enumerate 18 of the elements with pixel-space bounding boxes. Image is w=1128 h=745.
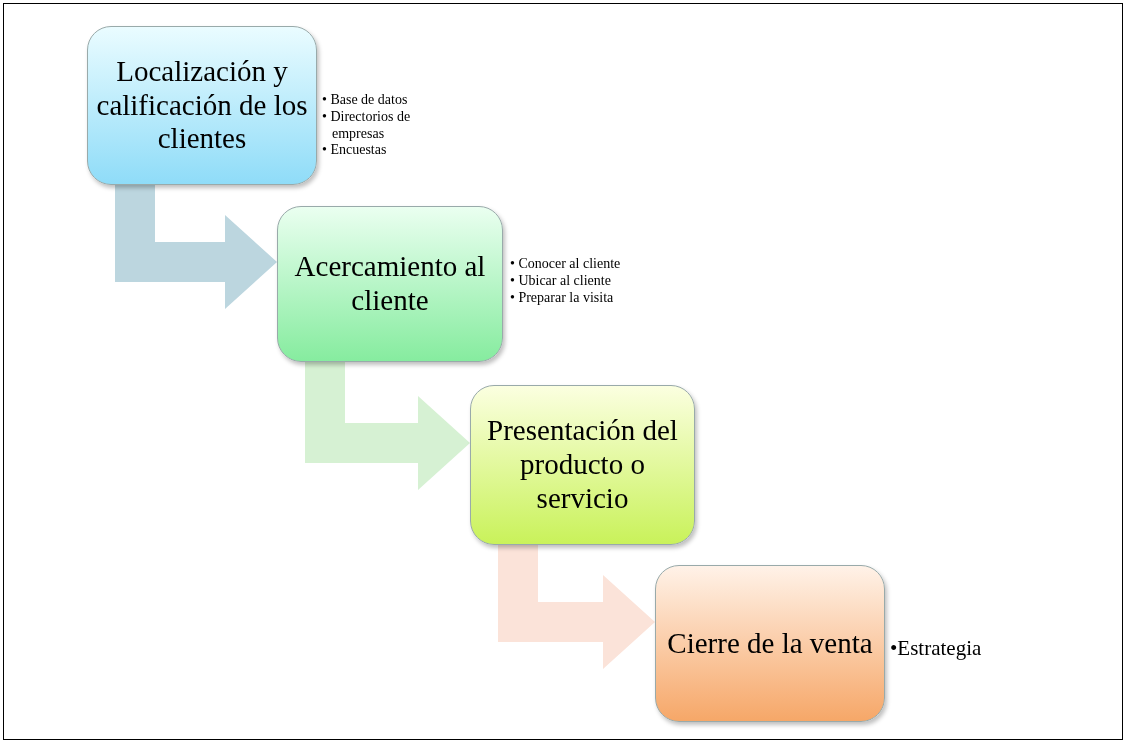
step-title: Presentación del producto o servicio bbox=[486, 413, 679, 516]
step-box bbox=[87, 26, 317, 185]
step-box bbox=[277, 206, 503, 362]
bullet-item: • Directorios de empresas bbox=[322, 108, 412, 143]
step-title: Acercamiento al cliente bbox=[293, 249, 487, 318]
bent-arrow bbox=[115, 185, 277, 309]
step-title: Localización y calificación de los clientes bbox=[95, 53, 309, 157]
step-box bbox=[470, 385, 695, 545]
bullet-item: • Conocer al cliente bbox=[510, 256, 622, 273]
bullet-item: • Base de datos bbox=[322, 92, 409, 109]
bent-arrow bbox=[498, 545, 655, 669]
bullet-item: • Ubicar al cliente bbox=[510, 272, 612, 290]
bullet-item: • Preparar la visita bbox=[510, 289, 615, 307]
bullet-item: •Estrategia bbox=[890, 636, 983, 662]
step-box bbox=[655, 565, 885, 722]
bullet-item: • Encuestas bbox=[322, 142, 388, 160]
step-title: Cierre de la venta bbox=[666, 625, 874, 661]
bent-arrow bbox=[305, 362, 470, 490]
